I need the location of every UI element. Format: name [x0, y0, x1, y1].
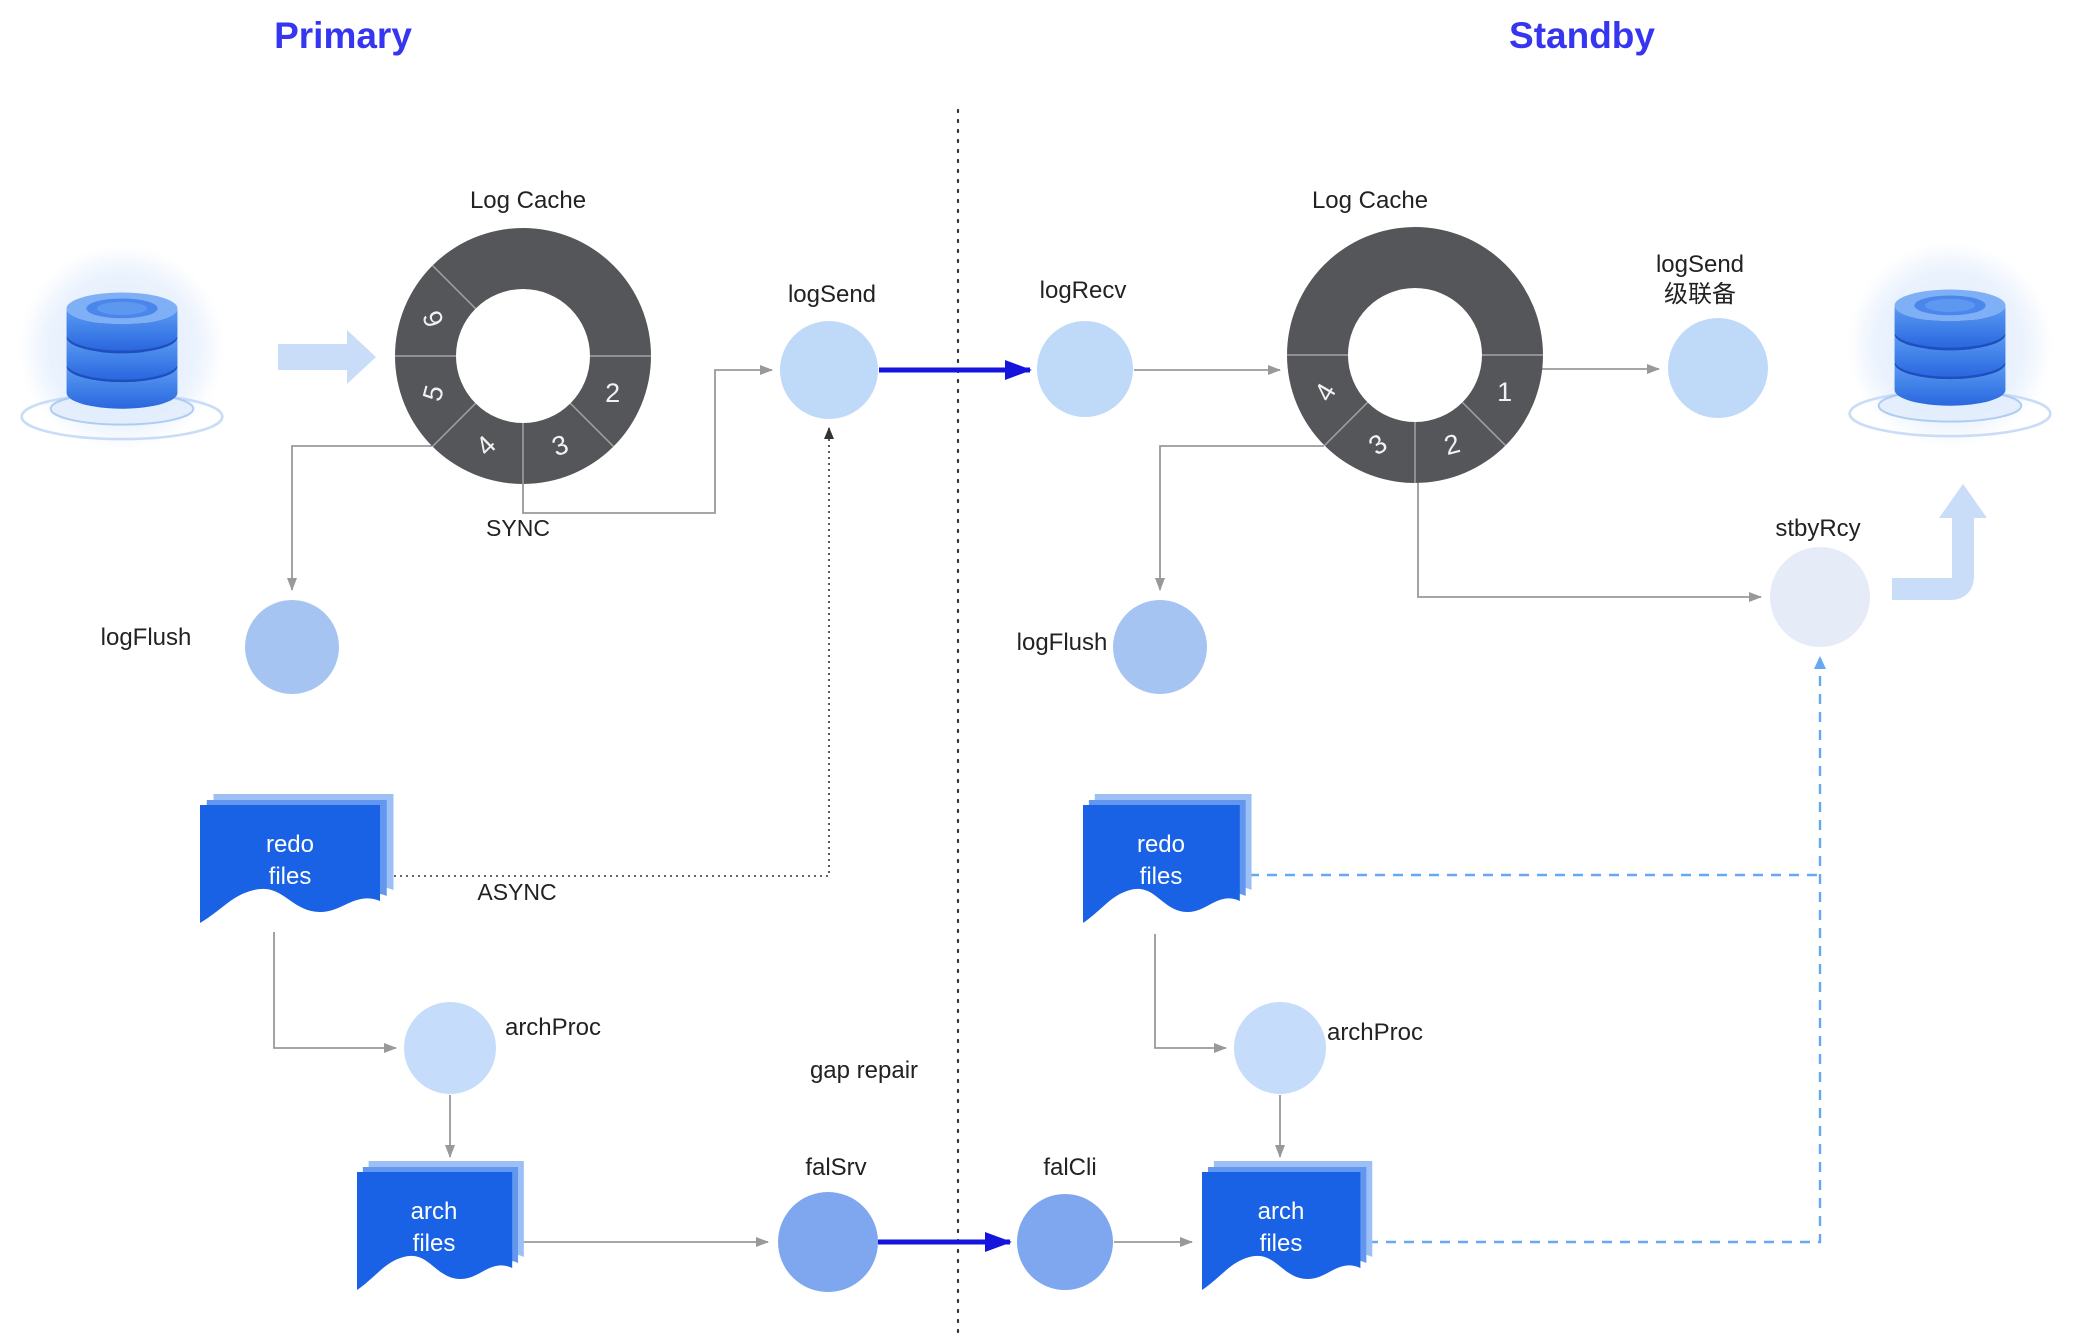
redo-files-doc-primary [200, 794, 394, 923]
primary-segment-2: 2 [605, 378, 620, 408]
logsend-label-primary: logSend [788, 281, 876, 308]
primary-title: Primary [274, 15, 412, 56]
logflush-label-primary: logFlush [101, 624, 192, 651]
falcli-circle [1017, 1194, 1113, 1290]
archproc-label-standby: archProc [1327, 1019, 1423, 1046]
primary-segment-5: 5 [417, 382, 450, 404]
archproc-circle-standby [1234, 1002, 1326, 1094]
sync-label: SYNC [486, 515, 550, 541]
standby-database-icon [1845, 240, 2055, 450]
redo-files-text2-primary: files [269, 863, 312, 890]
standby-title: Standby [1509, 15, 1655, 56]
edge-cache-to-stbyrcy [1417, 483, 1762, 602]
falsrv-label: falSrv [805, 1154, 866, 1181]
arch-files-text2-primary: files [413, 1230, 456, 1257]
edge-redo-to-archproc-primary [273, 932, 397, 1053]
logsend-cascade-label-line2: 级联备 [1664, 281, 1736, 308]
standby-log-cache-donut: 1 2 3 4 [1287, 227, 1543, 483]
logsend-circle-primary [780, 321, 878, 419]
logsend-cascade-label-line1: logSend [1656, 251, 1744, 278]
falsrv-circle [778, 1192, 878, 1292]
standby-donut-segment-lines [1287, 354, 1543, 483]
redo-files-doc-standby [1083, 794, 1252, 923]
logrecv-circle [1037, 321, 1133, 417]
arch-files-text1-primary: arch [411, 1198, 458, 1225]
redo-files-text1-standby: redo [1137, 831, 1185, 858]
primary-database-icon [17, 243, 227, 453]
stbyrcy-circle [1770, 547, 1870, 647]
stbyrcy-to-db-block-arrow-head [1939, 484, 1987, 518]
standby-segment-2: 2 [1441, 428, 1463, 461]
arch-files-text2-standby: files [1260, 1230, 1303, 1257]
arch-files-doc-primary [357, 1161, 524, 1290]
primary-donut-segment-lines [395, 264, 651, 484]
primary-log-cache-donut: 2 3 4 5 6 [395, 228, 651, 484]
logrecv-label: logRecv [1040, 277, 1127, 304]
arch-files-doc-standby [1202, 1161, 1373, 1290]
redo-files-text1-primary: redo [266, 831, 314, 858]
primary-log-cache-label: Log Cache [470, 187, 586, 214]
logflush-circle-primary [245, 600, 339, 694]
standby-segment-1: 1 [1497, 377, 1512, 407]
redo-files-text2-standby: files [1140, 863, 1183, 890]
logsend-cascade-circle [1668, 318, 1768, 418]
falcli-label: falCli [1043, 1154, 1096, 1181]
gap-repair-label: gap repair [810, 1057, 918, 1084]
edge-cache-to-logflush-primary [287, 445, 432, 591]
stbyrcy-label: stbyRcy [1775, 515, 1860, 542]
archproc-label-primary: archProc [505, 1014, 601, 1041]
stbyrcy-to-db-block-arrow-shaft [1892, 514, 1974, 600]
standby-log-cache-label: Log Cache [1312, 187, 1428, 214]
edge-async-redo-to-logsend [394, 427, 834, 877]
edge-arch-dashed-to-stbyrcy [1368, 656, 1826, 1244]
edge-redo-to-archproc-standby [1154, 934, 1227, 1053]
archproc-circle-primary [404, 1002, 496, 1094]
async-label: ASYNC [477, 879, 556, 905]
arch-files-text1-standby: arch [1258, 1198, 1305, 1225]
logflush-circle-standby [1113, 600, 1207, 694]
db-to-cache-block-arrow [278, 330, 376, 384]
edge-sync-cache-to-logsend [522, 365, 773, 514]
edge-cache-to-logflush-standby [1155, 445, 1324, 591]
logflush-label-standby: logFlush [1017, 629, 1108, 656]
